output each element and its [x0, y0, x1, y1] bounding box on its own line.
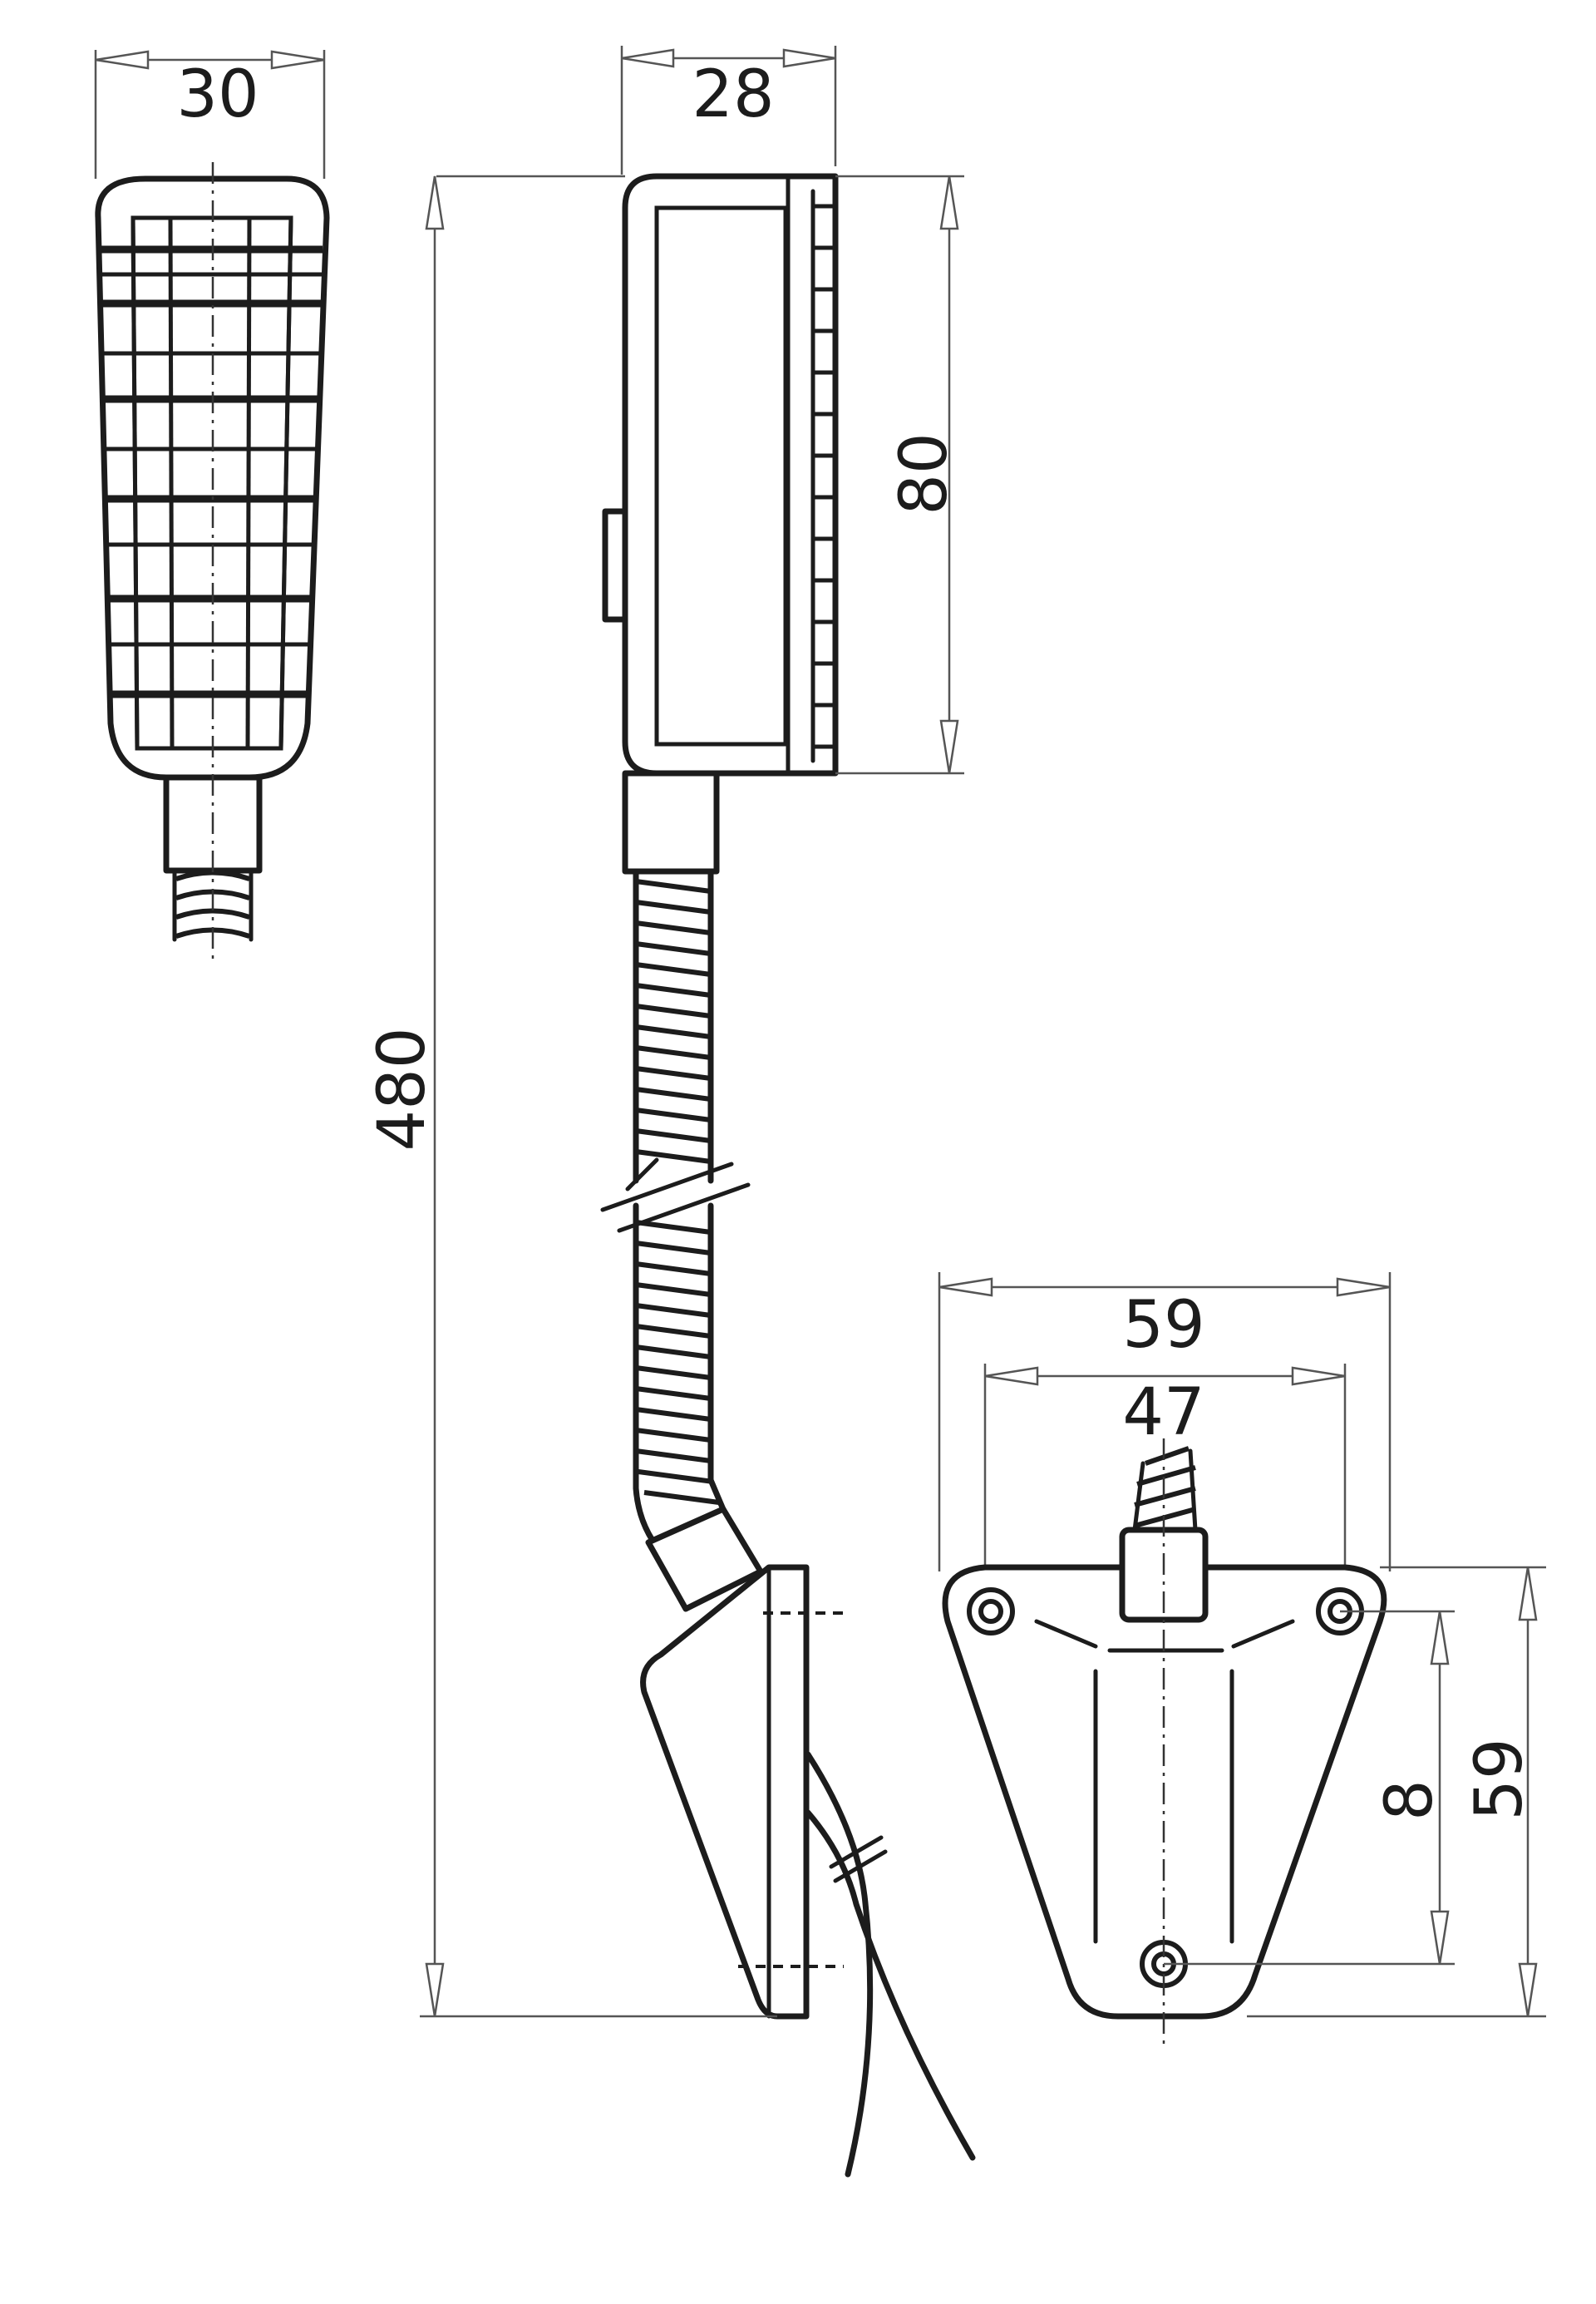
side-base — [640, 1564, 810, 2020]
mounting-hole-left — [967, 1587, 1015, 1635]
total-length-label: 480 — [365, 1028, 440, 1152]
base-top-view: 59 47 — [938, 1272, 1546, 2045]
base-cable-spring — [1134, 1446, 1196, 1528]
side-head-lens — [654, 205, 788, 747]
total-length-arrow-top — [425, 175, 445, 230]
hole-offset-label: 8 — [1372, 1779, 1447, 1821]
base-width-arrow-left — [938, 1277, 993, 1297]
side-switch — [602, 508, 628, 623]
front-width-label: 30 — [176, 57, 259, 132]
base-height-arrow-bottom — [1518, 1962, 1538, 2017]
side-width-arrow-right — [782, 48, 836, 68]
hole-offset-arrow-bottom — [1430, 1910, 1450, 1965]
front-width-arrow-right — [270, 50, 325, 70]
side-neck — [622, 770, 720, 875]
front-width-arrow-left — [95, 50, 150, 70]
base-cable-edge-left — [1132, 1461, 1145, 1532]
base-height-arrow-top — [1518, 1566, 1538, 1621]
gooseneck-lower — [633, 1202, 728, 1550]
front-view: 30 — [94, 50, 330, 965]
head-height-arrow-bottom — [939, 719, 959, 774]
base-cable-edge-right — [1188, 1448, 1198, 1532]
gooseneck-break-symbol — [600, 1157, 751, 1233]
hole-spacing-label: 47 — [1122, 1375, 1204, 1450]
total-length-arrow-bottom — [425, 1962, 445, 2017]
head-height-label: 80 — [887, 432, 962, 515]
cable — [805, 1751, 976, 2178]
base-width-label: 59 — [1122, 1288, 1204, 1363]
hole-spacing-arrow-left — [984, 1366, 1039, 1386]
gooseneck-upper — [633, 868, 714, 1184]
hole-offset-arrow-top — [1430, 1611, 1450, 1665]
base-inner-lines — [1034, 1619, 1295, 1944]
side-width-label: 28 — [692, 57, 774, 132]
side-width-arrow-left — [621, 48, 675, 68]
hole-spacing-arrow-right — [1291, 1366, 1346, 1386]
base-height-label: 59 — [1462, 1738, 1537, 1820]
side-head-fins — [810, 189, 835, 763]
head-height-arrow-top — [939, 175, 959, 230]
side-view: 28 80 — [365, 46, 976, 2178]
base-width-arrow-right — [1336, 1277, 1391, 1297]
